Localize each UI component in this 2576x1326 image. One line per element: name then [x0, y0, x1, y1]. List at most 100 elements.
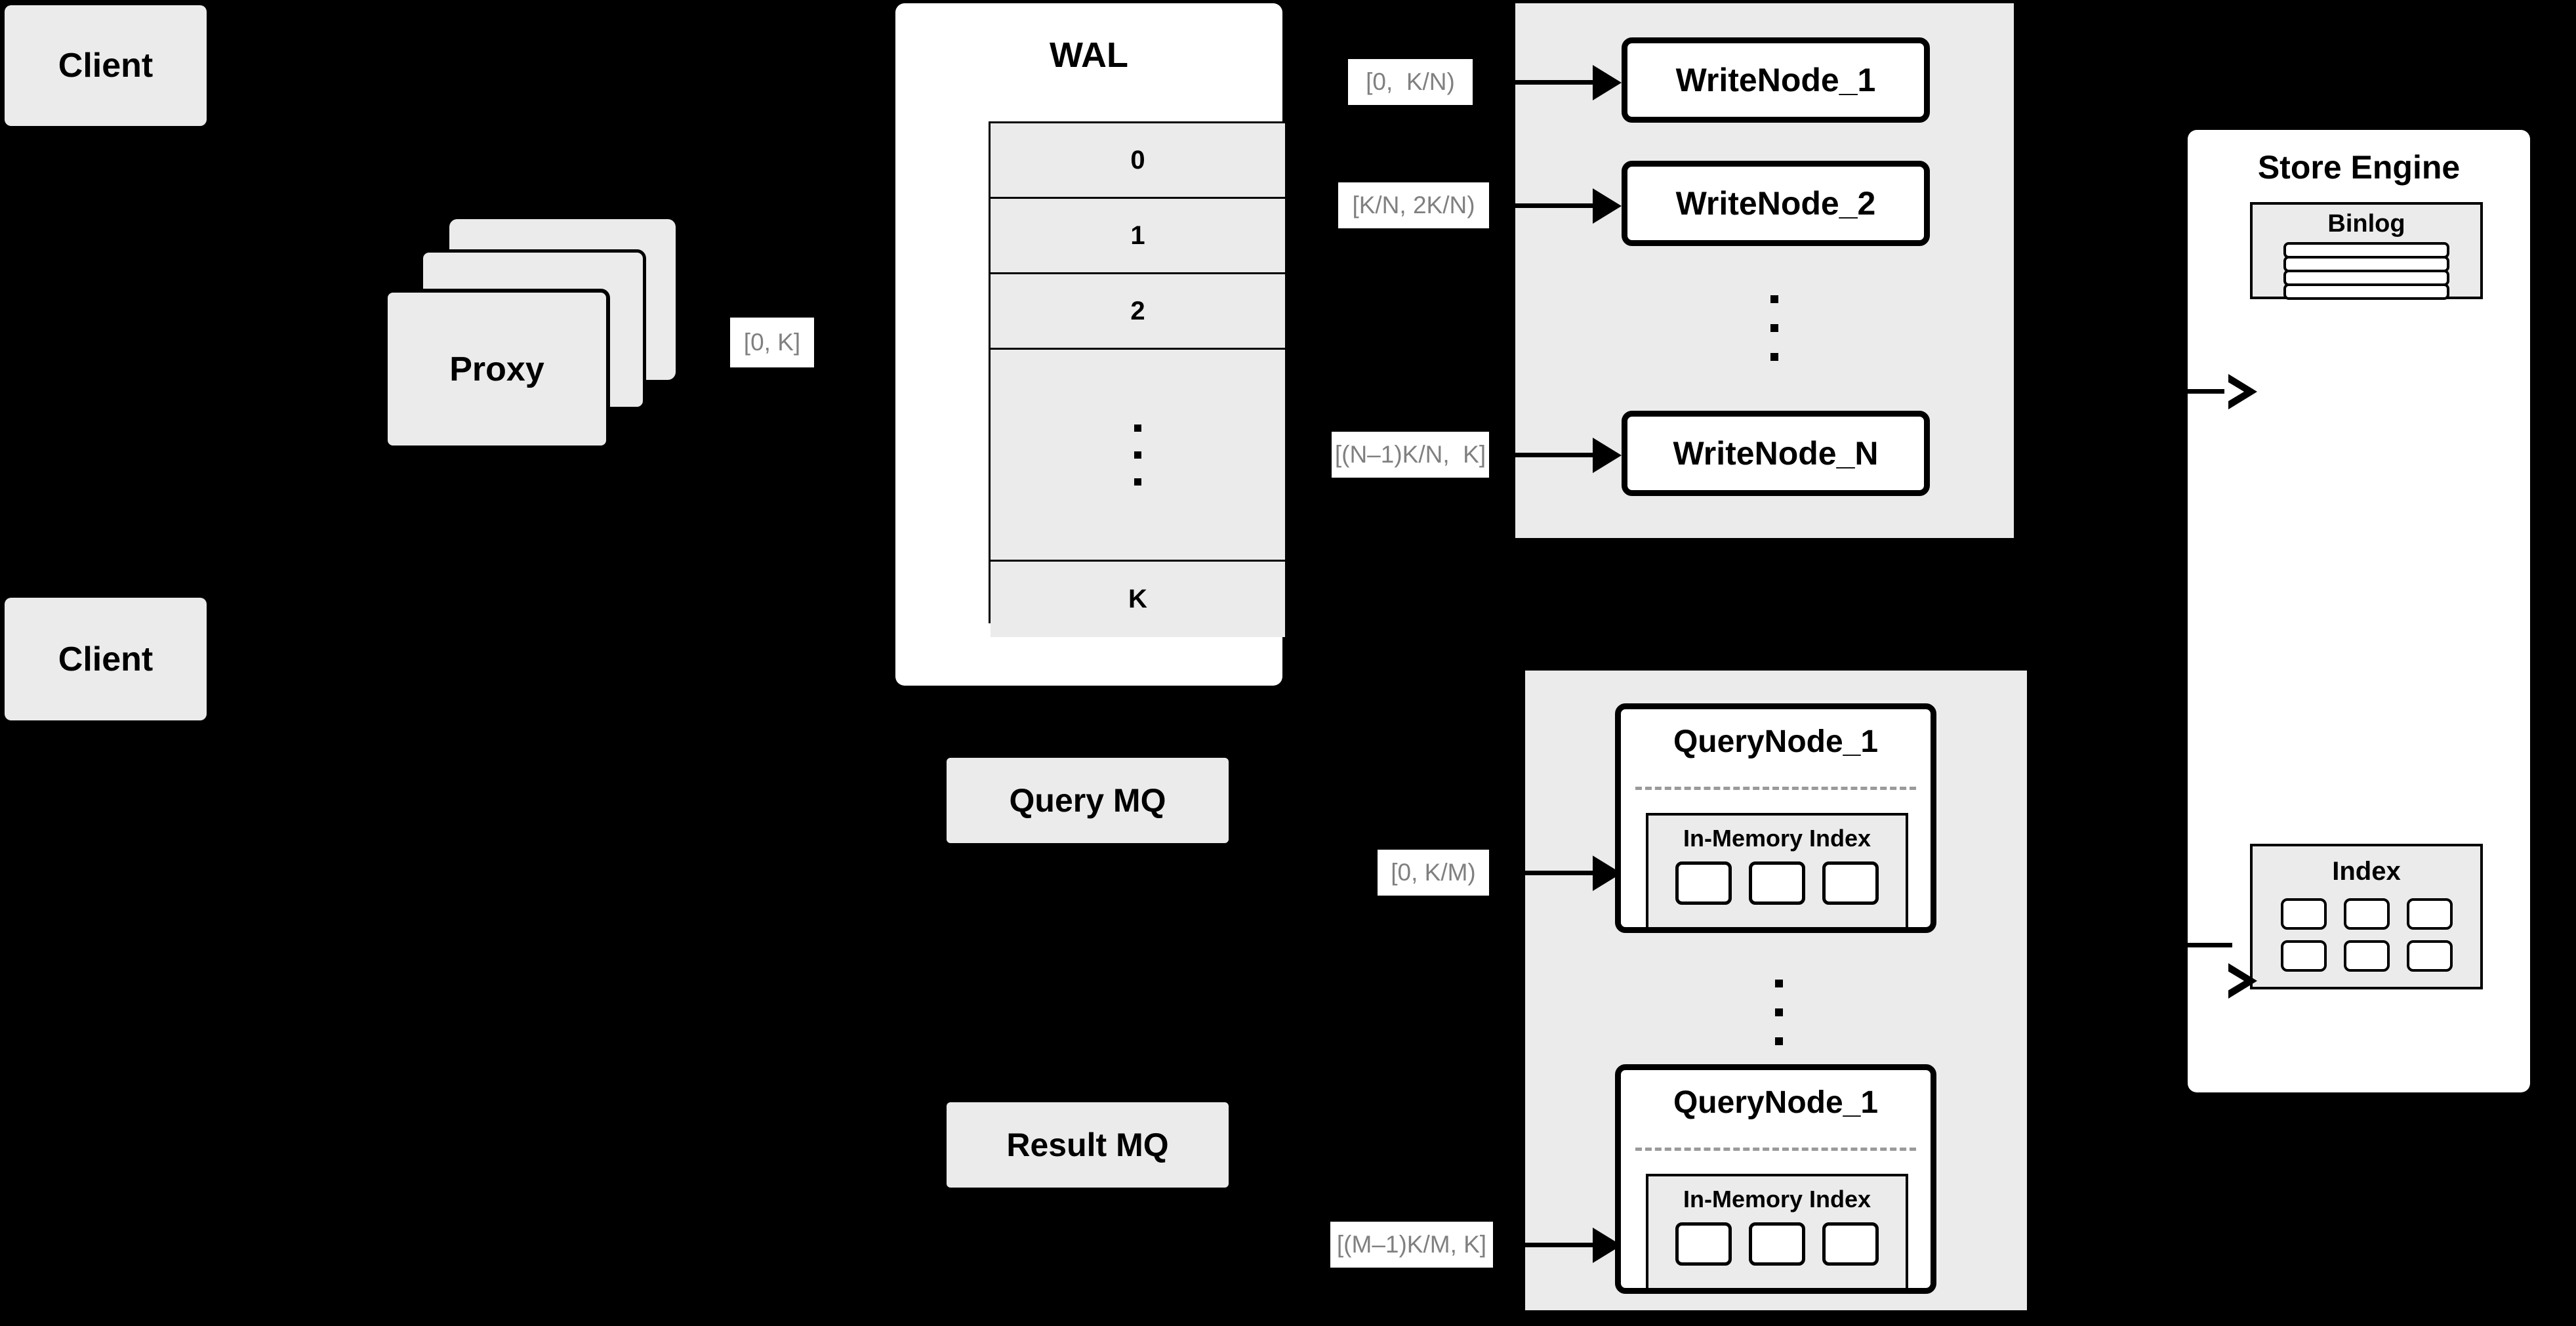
index-cell[interactable] — [1822, 1222, 1879, 1266]
label-write-node-2: [K/N, 2K/N) — [1338, 182, 1489, 228]
ellipsis-dot-icon — [1134, 451, 1141, 459]
label-write-node-2-text: [K/N, 2K/N) — [1352, 192, 1475, 218]
arrow-head-write-node-1 — [1593, 65, 1622, 100]
query-node-ellipsis — [1769, 958, 1789, 1066]
query-node-1-title-text: QueryNode_1 — [1673, 724, 1879, 759]
query-node-1-title: QueryNode_1 — [1621, 724, 1931, 760]
write-node-1[interactable]: WriteNode_1 — [1622, 37, 1930, 123]
ellipsis-dot-icon — [1134, 424, 1141, 432]
query-mq-label: Query MQ — [1009, 782, 1166, 819]
wal-row-1-label: 1 — [1130, 220, 1145, 250]
label-write-node-1: [0, K/N) — [1348, 59, 1473, 105]
ellipsis-dot-icon — [1770, 353, 1778, 361]
index-title-text: Index — [2332, 857, 2401, 886]
binlog-row[interactable] — [2283, 270, 2449, 286]
in-memory-index-1: In-Memory Index — [1646, 813, 1908, 930]
in-memory-index-1-title: In-Memory Index — [1648, 825, 1906, 852]
query-node-m-title: QueryNode_1 — [1621, 1085, 1931, 1121]
arrow-line-write-node-2 — [1505, 203, 1597, 208]
write-node-n-label: WriteNode_N — [1673, 435, 1879, 472]
query-node-m[interactable]: QueryNode_1 In-Memory Index — [1615, 1064, 1936, 1294]
store-engine-title-text: Store Engine — [2257, 149, 2461, 186]
write-node-1-label: WriteNode_1 — [1675, 62, 1876, 98]
proxy-box[interactable]: Proxy — [384, 289, 610, 449]
wal-row-2[interactable]: 2 — [991, 274, 1285, 350]
write-node-n[interactable]: WriteNode_N — [1622, 411, 1930, 496]
query-node-m-separator — [1635, 1148, 1916, 1151]
result-mq-label: Result MQ — [1006, 1127, 1169, 1163]
binlog-title: Binlog — [2253, 210, 2480, 238]
label-query-node-m: [(M–1)K/M, K] — [1330, 1222, 1493, 1268]
result-mq-box[interactable]: Result MQ — [947, 1102, 1229, 1188]
index-cell[interactable] — [1675, 1222, 1732, 1266]
query-mq-box[interactable]: Query MQ — [947, 758, 1229, 843]
wal-row-0[interactable]: 0 — [991, 123, 1285, 199]
wal-container: WAL 0 1 2 K — [895, 3, 1287, 686]
wal-row-last[interactable]: K — [991, 562, 1285, 637]
wal-row-1[interactable]: 1 — [991, 199, 1285, 274]
label-write-node-n-text: [(N–1)K/N, K] — [1334, 441, 1486, 468]
arrow-line-store-binlog — [2188, 389, 2232, 394]
store-index-cell[interactable] — [2406, 940, 2453, 972]
client-label-1: Client — [58, 47, 153, 85]
ellipsis-dot-icon — [1770, 295, 1778, 303]
arrow-line-store-index — [2188, 943, 2232, 947]
index-cell[interactable] — [1749, 861, 1805, 905]
arrow-head-store-index — [2224, 963, 2257, 999]
binlog-panel: Binlog — [2250, 202, 2483, 300]
ellipsis-dot-icon — [1134, 478, 1141, 486]
label-proxy-to-wal: [0, K] — [730, 318, 814, 367]
wal-table: 0 1 2 K — [989, 121, 1287, 637]
ellipsis-dot-icon — [1775, 979, 1783, 987]
index-cell[interactable] — [1675, 861, 1732, 905]
store-index-cell[interactable] — [2406, 898, 2453, 930]
wal-row-ellipsis — [991, 350, 1285, 562]
wal-title-text: WAL — [1050, 35, 1128, 75]
query-node-1-separator — [1635, 787, 1916, 790]
store-engine-title: Store Engine — [2188, 148, 2530, 186]
arrow-head-write-node-n — [1593, 438, 1622, 473]
label-write-node-n: [(N–1)K/N, K] — [1332, 432, 1489, 478]
binlog-row[interactable] — [2283, 283, 2449, 300]
ellipsis-dot-icon — [1775, 1037, 1783, 1045]
query-node-m-title-text: QueryNode_1 — [1673, 1085, 1879, 1120]
label-write-node-1-text: [0, K/N) — [1366, 68, 1455, 95]
wal-row-last-label: K — [1128, 585, 1147, 613]
in-memory-index-1-title-text: In-Memory Index — [1683, 825, 1871, 852]
wal-title: WAL — [895, 35, 1282, 75]
store-engine-container: Store Engine Binlog Index — [2188, 130, 2530, 1092]
store-index-cell[interactable] — [2343, 898, 2390, 930]
ellipsis-dot-icon — [1770, 324, 1778, 332]
write-node-ellipsis — [1765, 276, 1784, 381]
index-cell[interactable] — [1822, 861, 1879, 905]
binlog-title-text: Binlog — [2327, 210, 2405, 238]
store-index-cell[interactable] — [2280, 940, 2327, 972]
client-box-2[interactable]: Client — [5, 598, 207, 720]
label-query-node-1: [0, K/M) — [1378, 850, 1489, 896]
in-memory-index-m-title-text: In-Memory Index — [1683, 1186, 1871, 1212]
query-node-1[interactable]: QueryNode_1 In-Memory Index — [1615, 703, 1936, 933]
label-query-node-m-text: [(M–1)K/M, K] — [1336, 1231, 1487, 1258]
client-label-2: Client — [58, 640, 153, 678]
arrow-line-write-node-n — [1505, 453, 1597, 457]
arrow-line-query-node-1 — [1505, 871, 1597, 875]
label-proxy-to-wal-text: [0, K] — [743, 329, 801, 356]
write-node-2-label: WriteNode_2 — [1675, 185, 1876, 222]
index-title: Index — [2253, 857, 2480, 886]
index-cell[interactable] — [1749, 1222, 1805, 1266]
client-box-1[interactable]: Client — [5, 5, 207, 126]
in-memory-index-m-title: In-Memory Index — [1648, 1186, 1906, 1213]
in-memory-index-m: In-Memory Index — [1646, 1174, 1908, 1291]
ellipsis-dot-icon — [1775, 1008, 1783, 1016]
store-index-cell[interactable] — [2280, 898, 2327, 930]
wal-row-0-label: 0 — [1130, 145, 1145, 175]
arrow-line-query-node-m — [1505, 1243, 1597, 1247]
store-index-cell[interactable] — [2343, 940, 2390, 972]
arrow-line-write-node-1 — [1505, 80, 1597, 85]
wal-row-2-label: 2 — [1130, 296, 1145, 325]
write-node-2[interactable]: WriteNode_2 — [1622, 161, 1930, 246]
arrow-head-store-binlog — [2224, 374, 2257, 409]
index-panel: Index — [2250, 844, 2483, 989]
proxy-label: Proxy — [449, 350, 544, 388]
